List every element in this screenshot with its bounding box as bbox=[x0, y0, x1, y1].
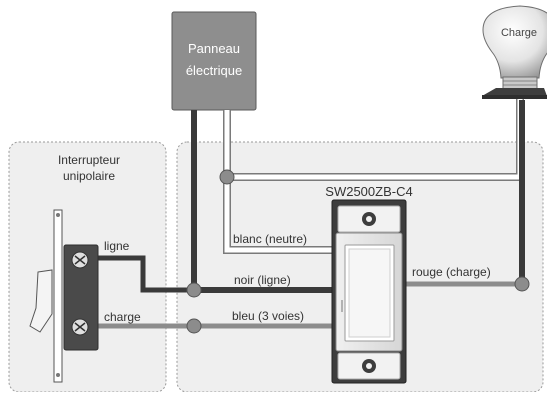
junction-dot-neutral bbox=[219, 169, 235, 185]
wire-label-red-load: rouge (charge) bbox=[412, 265, 491, 279]
wire-label-load-left: charge bbox=[104, 310, 141, 324]
wire-label-black-line: noir (ligne) bbox=[234, 273, 291, 287]
wire-label-blue-3way: bleu (3 voies) bbox=[232, 309, 304, 323]
junction-dot-load bbox=[514, 276, 530, 292]
panel-label-line2: électrique bbox=[186, 63, 242, 78]
single-pole-switch-title-line1: Interrupteur bbox=[58, 153, 120, 167]
junction-dot-3way bbox=[186, 318, 202, 334]
light-bulb-icon bbox=[482, 5, 547, 99]
black-line-wire-to-switch bbox=[83, 255, 194, 293]
smart-switch-device bbox=[331, 199, 407, 384]
junction-dot-line bbox=[186, 282, 202, 298]
smart-switch-model-label: SW2500ZB-C4 bbox=[325, 184, 412, 199]
wire-label-neutral: blanc (neutre) bbox=[233, 232, 307, 246]
panel-label-line1: Panneau bbox=[188, 41, 240, 56]
bulb-label: Charge bbox=[501, 27, 537, 39]
wire-label-line-left: ligne bbox=[104, 239, 130, 253]
single-pole-switch-title-line2: unipolaire bbox=[63, 169, 115, 183]
electrical-panel bbox=[171, 11, 257, 111]
single-pole-switch-icon bbox=[29, 209, 99, 383]
